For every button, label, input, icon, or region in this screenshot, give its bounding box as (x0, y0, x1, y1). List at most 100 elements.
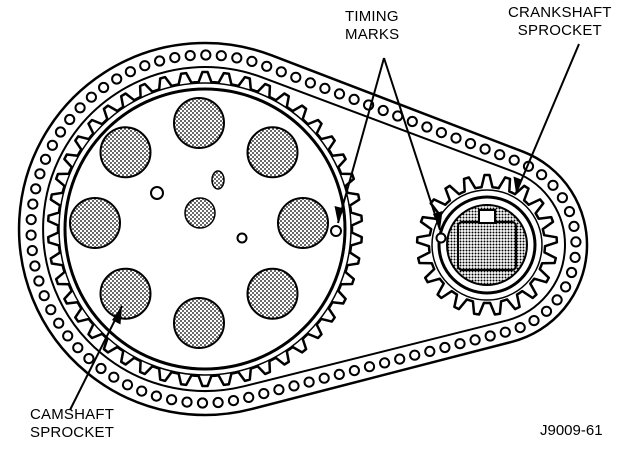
chain-link-pin (288, 380, 300, 392)
crankshaft-sprocket-label: CRANKSHAFT SPROCKET (508, 4, 612, 39)
chain-link-pin (499, 326, 511, 338)
chain-link-pin (348, 365, 360, 377)
arrow-head (334, 206, 344, 223)
chain-link-pin (181, 396, 193, 408)
chain-link-pin (38, 290, 50, 302)
chain-link-pin (62, 330, 74, 342)
chain-link-pin (508, 154, 520, 166)
chain-link-pin (528, 315, 540, 327)
chain-link-pin (200, 49, 212, 61)
camshaft-timing-mark (330, 225, 342, 237)
chain-link-pin (566, 266, 578, 279)
chain-link-pin (25, 214, 37, 226)
lightening-hole (277, 197, 329, 249)
chain-link-pin (154, 55, 166, 67)
chain-link-pin (64, 113, 76, 126)
chain-link-pin (215, 50, 227, 62)
chain-link-pin (166, 394, 178, 406)
chain-link-pin (95, 362, 107, 375)
chain-link-pin (304, 77, 316, 89)
chain-link-pin (139, 60, 151, 72)
chain-link-pin (406, 115, 418, 128)
lightening-hole (69, 197, 121, 249)
chain-link-pin (74, 102, 86, 114)
crankshaft-keyway (478, 209, 496, 224)
dowel-hole (150, 186, 164, 200)
figure-code: J9009-61 (540, 422, 603, 439)
chain-link-pin (484, 330, 496, 342)
chain-link-pin (111, 73, 123, 85)
chain-link-pin (348, 93, 360, 106)
chain-link-pin (560, 281, 572, 293)
chain-link-pin (98, 81, 110, 94)
chain-link-pin (421, 121, 433, 133)
chain-link-pin (556, 192, 569, 204)
chain-link-pin (479, 143, 491, 155)
chain-link-pin (39, 153, 52, 165)
timing-marks-label: TIMING MARKS (345, 8, 400, 43)
camshaft-hub (184, 197, 216, 229)
chain-link-pin (568, 220, 580, 232)
chain-link-pin (333, 368, 345, 380)
timing-mark-leader-crank (383, 57, 441, 231)
chain-link-pin (275, 66, 287, 78)
chain-link-pin (409, 349, 421, 361)
chain-link-pin (363, 361, 376, 373)
bolt-hole (236, 232, 248, 244)
chain-link-pin (243, 391, 255, 403)
chain-link-pin (540, 305, 553, 317)
chain-link-pin (34, 168, 46, 180)
dowel-pin (211, 170, 225, 190)
arrow-head (112, 306, 122, 325)
arrow-heads (112, 176, 523, 325)
chain-link-pin (318, 372, 330, 384)
chain-link-pin (570, 236, 582, 248)
lightening-hole (246, 267, 299, 320)
lightening-hole (173, 97, 225, 149)
chain-link-pin (72, 342, 84, 354)
chain-link-pin (184, 50, 196, 62)
leader-lines (69, 43, 580, 411)
chain-link-pin (212, 396, 224, 409)
chain-link-pin (450, 132, 462, 144)
chain-link-pin (85, 91, 98, 103)
camshaft-leader (69, 305, 123, 411)
chain-link-pin (54, 126, 67, 138)
chain-link-pin (53, 317, 65, 329)
chain-link-pin (333, 88, 346, 100)
chain-link-pin (33, 275, 45, 287)
chain-link-pin (246, 55, 258, 68)
chain-link-pin (227, 395, 240, 407)
chain-link-pin (121, 379, 134, 391)
chain-link-pin (469, 334, 481, 346)
chain-link-pin (150, 390, 162, 402)
chain-link-pin (25, 229, 37, 241)
chain-link-pin (547, 179, 559, 191)
chain-link-pin (29, 260, 41, 272)
chain-link-pin (290, 71, 302, 83)
crankshaft-leader (515, 43, 580, 194)
chain-link-pin (514, 322, 526, 334)
crankshaft-sprocket (415, 173, 559, 316)
chain-link-pin (319, 82, 331, 95)
camshaft-sprocket (46, 70, 364, 388)
chain-link-pin (494, 149, 506, 161)
chain-link-pin (439, 341, 451, 354)
chain-link-pin (27, 198, 39, 210)
chain-link-pin (26, 245, 38, 257)
timing-chain (17, 41, 589, 417)
chain-link-pin (464, 138, 477, 150)
chain-link-pin (261, 60, 273, 72)
lightening-hole (99, 267, 152, 320)
chain-link-pin (303, 376, 315, 388)
chain-link-pin (424, 345, 436, 357)
chain-link-pin (30, 183, 42, 195)
chain-link-pin (258, 388, 270, 400)
camshaft-sprocket-label: CAMSHAFT SPROCKET (30, 406, 115, 441)
chain-link-pin (46, 139, 59, 151)
lightening-hole (99, 126, 152, 179)
lightening-hole (246, 126, 299, 179)
chain-link-pin (231, 52, 243, 64)
